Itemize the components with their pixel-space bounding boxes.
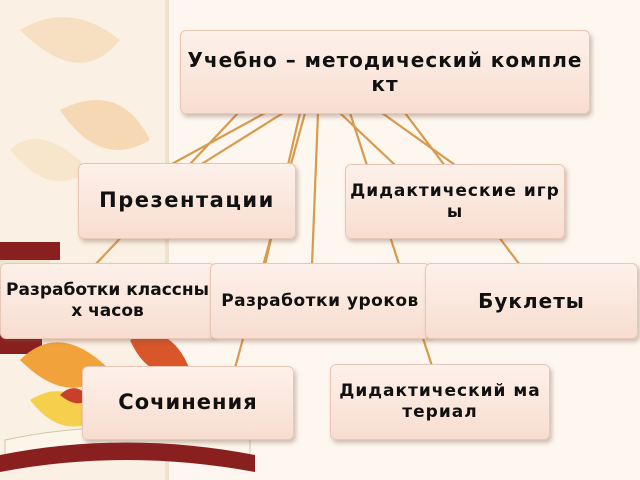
node-essays-label: Сочинения [118,390,258,415]
root-node-label: Учебно – методический комплект [187,47,583,96]
connector-didactic-games [339,112,396,166]
root-node: Учебно – методический комплект [180,30,590,114]
node-didactic-games: Дидактические игры [345,164,565,239]
node-class-hours-label: Разработки классных часов [6,280,209,321]
node-presentations-label: Презентации [99,188,275,213]
autumn-leaf-2 [130,334,190,374]
connector-lessons [310,112,320,266]
node-lessons-label: Разработки уроков [221,290,419,311]
node-didactic-material-label: Дидактический материал [339,381,541,422]
connector-presentations [169,112,266,166]
node-presentations: Презентации [78,163,296,239]
node-essays: Сочинения [82,366,294,440]
node-booklets: Буклеты [425,263,638,339]
node-booklets-label: Буклеты [478,288,585,313]
bg-leaf-1 [20,17,120,63]
open-book-cover [0,442,255,472]
connector-presentations [199,112,284,166]
left-panel-edge [165,0,169,480]
connector-didactic-games [381,112,456,166]
bg-leaf-2 [60,100,150,150]
node-lessons: Разработки уроков [210,263,430,339]
node-didactic-games-label: Дидактические игры [350,180,560,222]
book-top [0,242,60,260]
bg-leaf-3 [10,138,90,182]
node-class-hours: Разработки классных часов [0,263,215,339]
node-didactic-material: Дидактический материал [330,364,550,440]
